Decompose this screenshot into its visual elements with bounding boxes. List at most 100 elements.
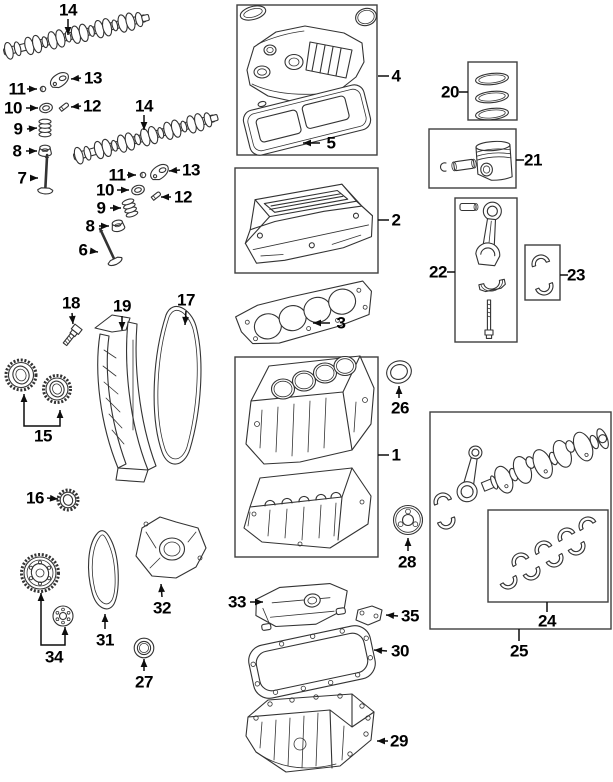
callout-3-head-gasket[interactable]: 3 (336, 313, 346, 333)
arrowhead-9 (113, 204, 121, 212)
arrowhead-8 (29, 147, 37, 155)
callout-24-main-bearings[interactable]: 24 (538, 611, 556, 631)
callout-18-tensioner-bolt[interactable]: 18 (62, 293, 80, 313)
callout-11-valve-lock[interactable]: 11 (8, 79, 26, 99)
part-crankshaft-sprocket (56, 488, 80, 512)
arrowhead-33 (255, 598, 263, 606)
callout-1-engine-block[interactable]: 1 (391, 445, 401, 465)
part-piston-rings (474, 71, 510, 122)
callout-6-valve-2[interactable]: 6 (78, 240, 88, 260)
arrowhead-32 (158, 584, 166, 593)
part-valvetrain-set-a (36, 70, 72, 196)
part-oil-pump (255, 582, 348, 631)
arrowhead-14 (140, 122, 148, 130)
part-flywheel-spacer (52, 605, 74, 627)
callout-13-rocker-arm[interactable]: 13 (84, 68, 102, 88)
callout-33-oil-pump[interactable]: 33 (228, 592, 246, 612)
callout-17-timing-chain[interactable]: 17 (177, 290, 195, 310)
arrowhead-12 (71, 102, 80, 110)
leader-line-34 (40, 593, 66, 646)
callout-10-spring-retainer-2[interactable]: 10 (96, 180, 114, 200)
arrowhead-17 (182, 316, 189, 325)
callout-23-rod-bearings[interactable]: 23 (567, 265, 585, 285)
callout-14-camshaft-lower[interactable]: 14 (135, 96, 153, 116)
arrowhead-15 (56, 410, 64, 418)
arrowhead-26 (395, 386, 403, 394)
callout-20-piston-rings[interactable]: 20 (441, 82, 459, 102)
callout-2-cylinder-head[interactable]: 2 (391, 210, 401, 230)
callout-15-camshaft-sprockets[interactable]: 15 (34, 426, 52, 446)
arrowhead-12 (161, 193, 169, 201)
group-box-valve-cover (236, 4, 378, 156)
arrowhead-28 (404, 538, 412, 546)
arrowhead-8 (101, 222, 109, 230)
callout-22-connecting-rod[interactable]: 22 (429, 262, 447, 282)
part-camshaft-lower (71, 108, 221, 167)
arrowhead-9 (28, 125, 37, 133)
callout-8-valve-stem-seal-2[interactable]: 8 (85, 216, 95, 236)
part-chain-guide (94, 314, 157, 483)
part-camshaft-sprockets (4, 358, 72, 404)
arrowhead-14 (64, 27, 72, 35)
callout-9-valve-spring-2[interactable]: 9 (96, 198, 106, 218)
callout-30-oil-pan-gasket[interactable]: 30 (391, 641, 409, 661)
callout-10-spring-retainer[interactable]: 10 (4, 98, 22, 118)
callout-25-crankshaft[interactable]: 25 (510, 641, 528, 661)
arrowhead-6 (89, 247, 98, 255)
callout-5-valve-cover-gasket[interactable]: 5 (326, 133, 336, 153)
arrowhead-5 (303, 139, 311, 147)
callout-16-crankshaft-sprocket[interactable]: 16 (26, 488, 44, 508)
part-oil-pan (245, 693, 375, 773)
callout-21-piston[interactable]: 21 (524, 150, 542, 170)
arrowhead-18 (68, 315, 76, 324)
callout-27-crankshaft-seal[interactable]: 27 (135, 672, 153, 692)
callout-35-support-bracket[interactable]: 35 (401, 606, 419, 626)
callout-leader-lines (20, 19, 568, 745)
arrowhead-29 (377, 737, 385, 745)
callout-7-valve[interactable]: 7 (17, 168, 27, 188)
callout-28-crankshaft-pulley[interactable]: 28 (398, 552, 416, 572)
callout-26-engine-seal[interactable]: 26 (391, 398, 409, 418)
part-connecting-rod (459, 201, 506, 339)
arrowhead-15 (20, 394, 28, 402)
part-crankshaft-pulley (392, 504, 424, 536)
arrowhead-7 (30, 174, 38, 182)
part-crankshaft (430, 428, 609, 533)
part-engine-block (245, 355, 375, 465)
group-box-engine-block (234, 356, 379, 558)
part-cylinder-head (244, 183, 374, 264)
arrowhead-11 (128, 171, 136, 179)
part-valve-cover-gasket (242, 84, 372, 156)
part-bedplate (243, 467, 372, 549)
callout-12-valve-guide[interactable]: 12 (83, 96, 101, 116)
callout-34-flywheel[interactable]: 34 (45, 647, 63, 667)
arrowhead-13 (169, 166, 178, 174)
callout-13-rocker-arm-2[interactable]: 13 (182, 160, 200, 180)
callout-4-valve-cover[interactable]: 4 (391, 66, 401, 86)
callout-32-lower-timing-cover[interactable]: 32 (153, 598, 171, 618)
callout-12-valve-guide-2[interactable]: 12 (174, 187, 192, 207)
part-flywheel (20, 553, 60, 593)
part-oil-pump-chain (87, 530, 119, 610)
arrowhead-31 (101, 614, 109, 622)
callout-11-valve-lock-2[interactable]: 11 (108, 165, 126, 185)
arrowhead-3 (313, 319, 321, 327)
callout-9-valve-spring[interactable]: 9 (13, 119, 23, 139)
group-box-rod-bearings (524, 244, 561, 301)
callout-14-camshaft-upper[interactable]: 14 (59, 0, 77, 20)
arrowhead-10 (121, 186, 129, 194)
callout-31-oil-pump-chain[interactable]: 31 (96, 630, 114, 650)
part-piston (439, 140, 513, 181)
part-timing-chain (153, 305, 202, 465)
part-rod-bearings (529, 252, 557, 299)
group-box-crankshaft (429, 411, 612, 630)
callout-8-valve-stem-seal[interactable]: 8 (12, 141, 22, 161)
callout-19-chain-guide[interactable]: 19 (113, 296, 131, 316)
group-box-piston (428, 128, 517, 189)
part-lower-timing-cover (135, 516, 207, 579)
arrowhead-34 (37, 593, 45, 601)
callout-29-oil-pan[interactable]: 29 (390, 731, 408, 751)
part-support-bracket (355, 605, 383, 626)
arrowhead-30 (374, 647, 383, 655)
